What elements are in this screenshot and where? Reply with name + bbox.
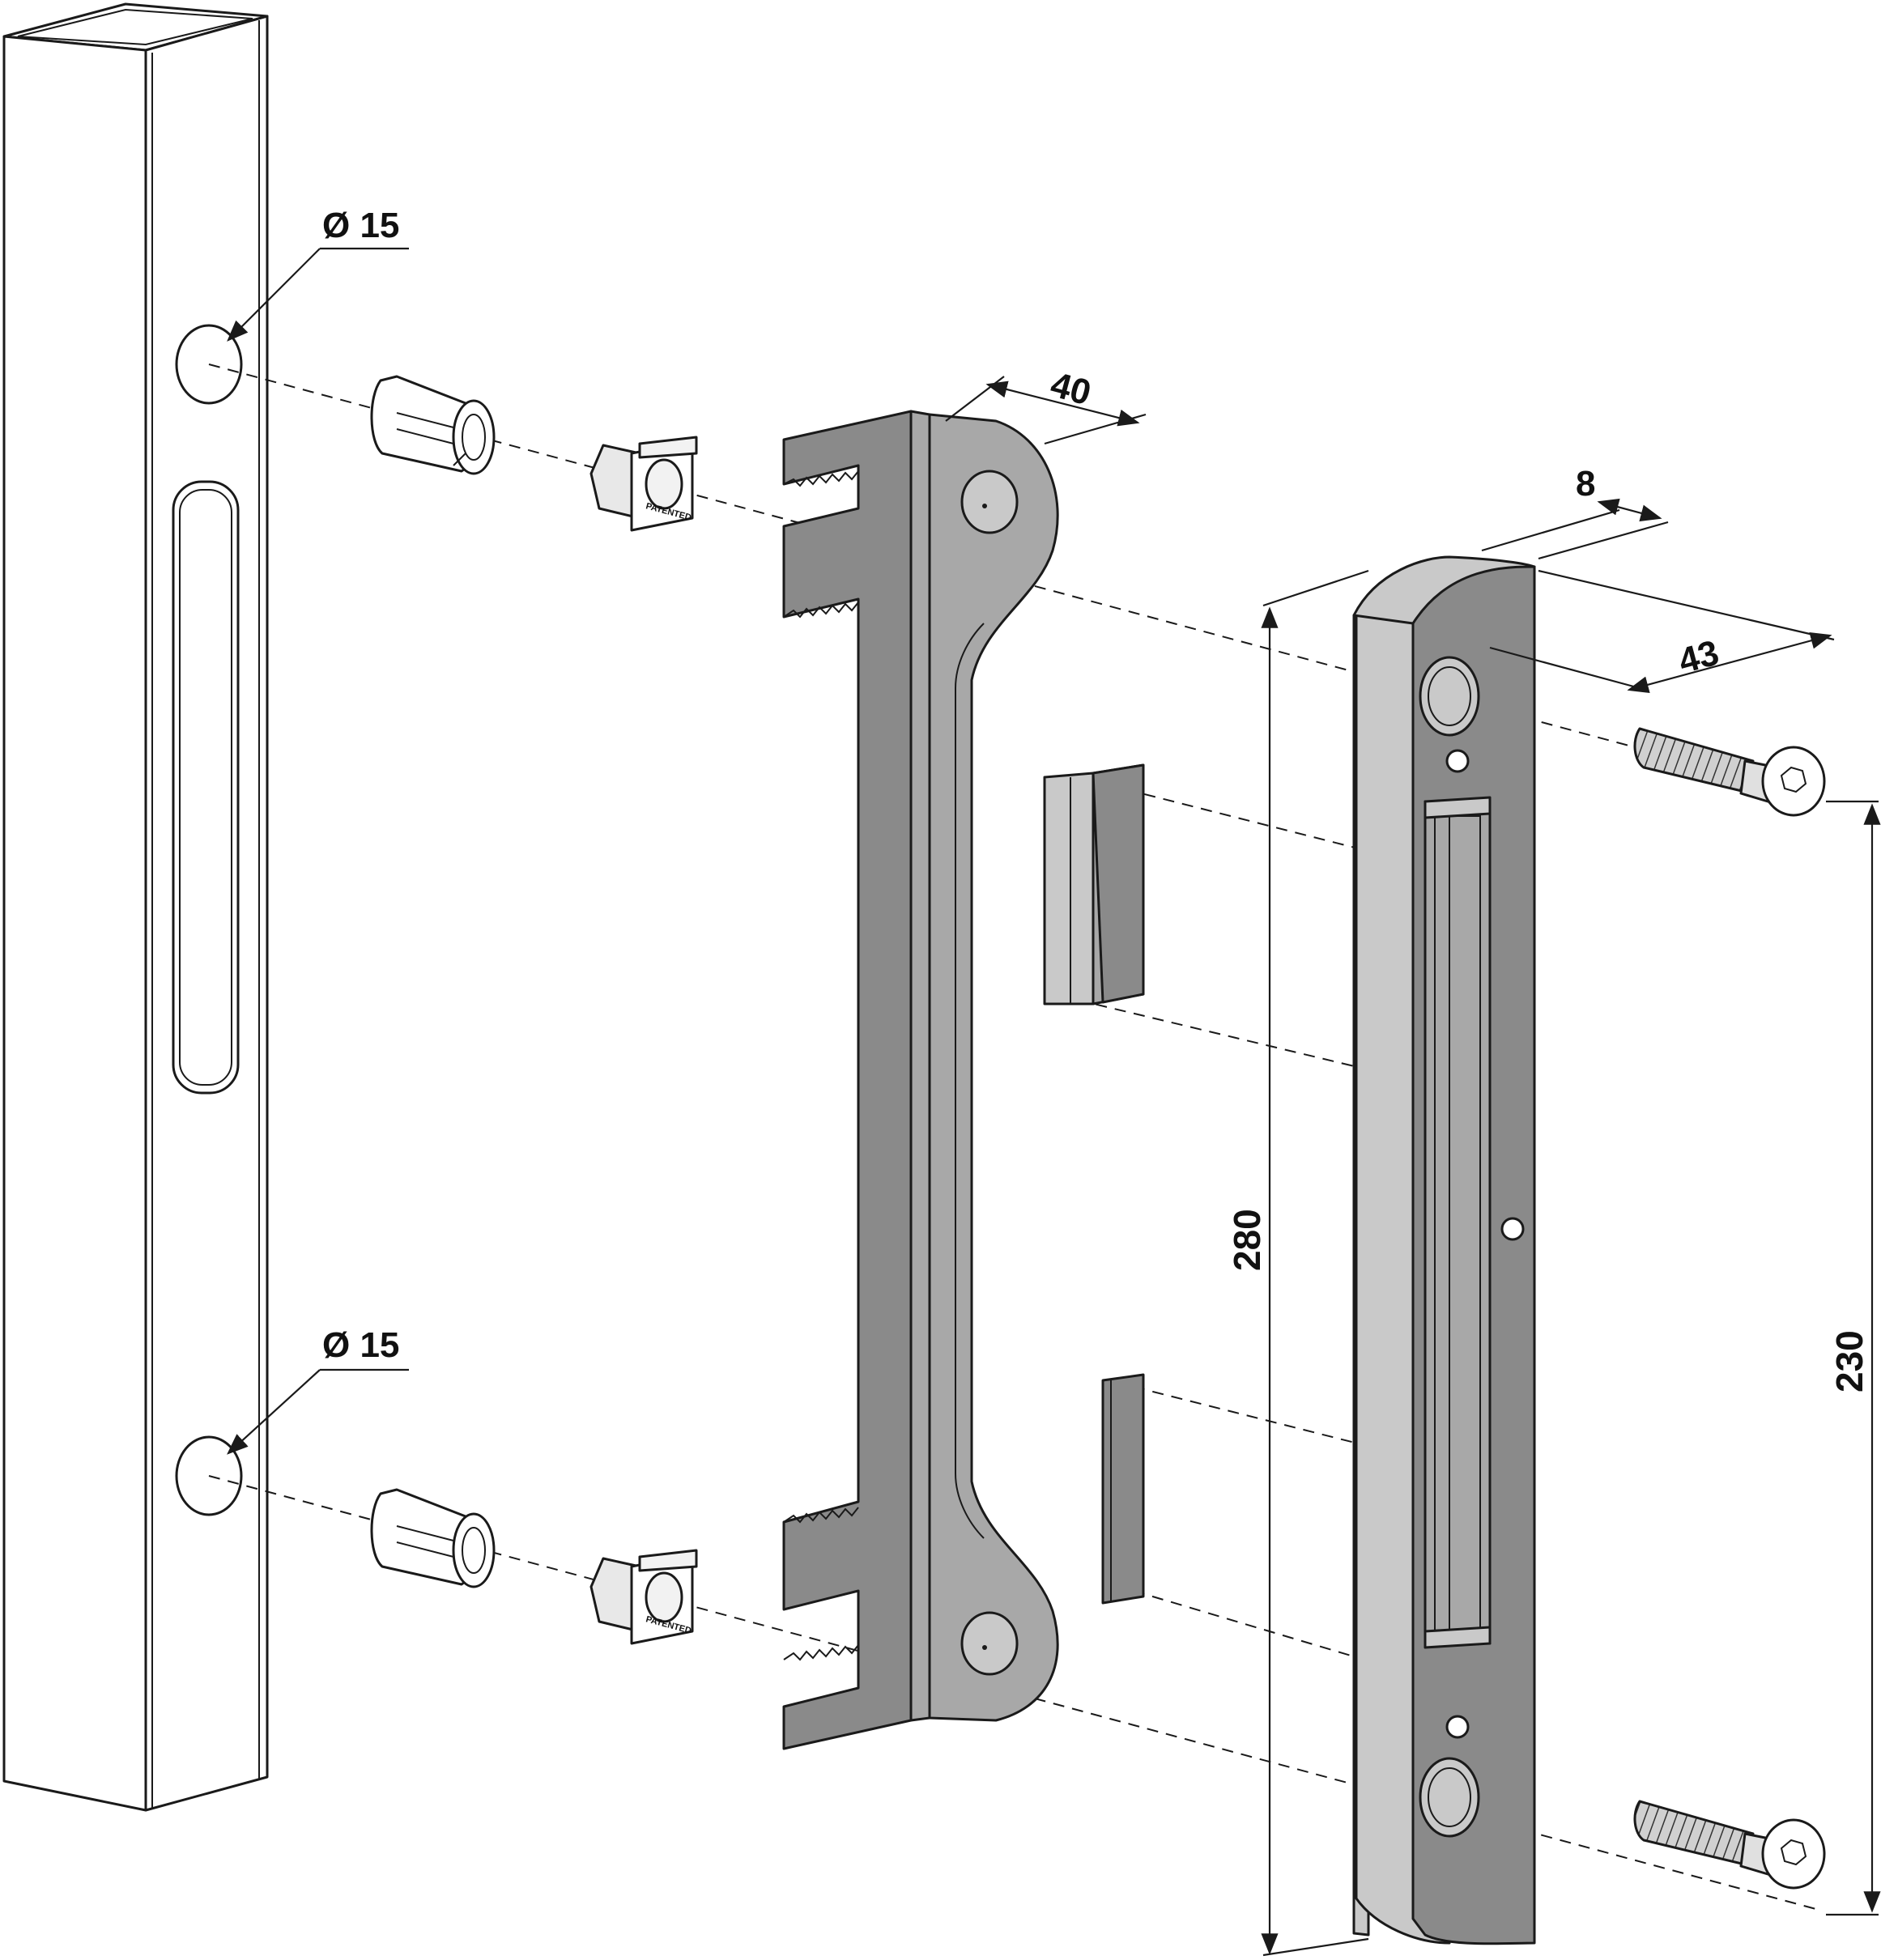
- keeper-thickness-label: 8: [1576, 464, 1595, 504]
- shim-upper: [1043, 763, 1145, 1006]
- keeper-width-label: 43: [1675, 633, 1723, 682]
- post-slot: [172, 480, 240, 1095]
- hole-diameter-callout-bottom: Ø 15: [227, 1325, 409, 1455]
- screw-top: [1633, 727, 1826, 817]
- keeper-height-label: 280: [1226, 1209, 1268, 1271]
- square-bush-bottom: PATENTED: [589, 1549, 698, 1645]
- shim-lower: [1101, 1373, 1145, 1605]
- gate-post: [2, 2, 269, 1812]
- lock-keeper: [1352, 555, 1536, 1945]
- dimension-keeper-height: 280: [1226, 569, 1369, 1957]
- hole-diameter-callout-top: Ø 15: [227, 206, 409, 342]
- hole-top-diameter-label: Ø 15: [322, 206, 399, 245]
- split-sleeve-top: [370, 375, 496, 475]
- screw-bottom: [1633, 1800, 1826, 1890]
- split-sleeve-bottom: [370, 1488, 496, 1588]
- square-bush-top: PATENTED: [589, 436, 698, 532]
- adjustment-bracket: [782, 410, 1059, 1750]
- dimension-keeper-thickness: 8: [1481, 464, 1669, 560]
- dimension-keeper-width: 43: [1489, 569, 1835, 693]
- bracket-depth-label: 40: [1046, 364, 1095, 413]
- dimension-screw-spacing: 230: [1826, 800, 1881, 1916]
- screw-spacing-label: 230: [1828, 1330, 1870, 1392]
- hole-bottom-diameter-label: Ø 15: [322, 1325, 399, 1365]
